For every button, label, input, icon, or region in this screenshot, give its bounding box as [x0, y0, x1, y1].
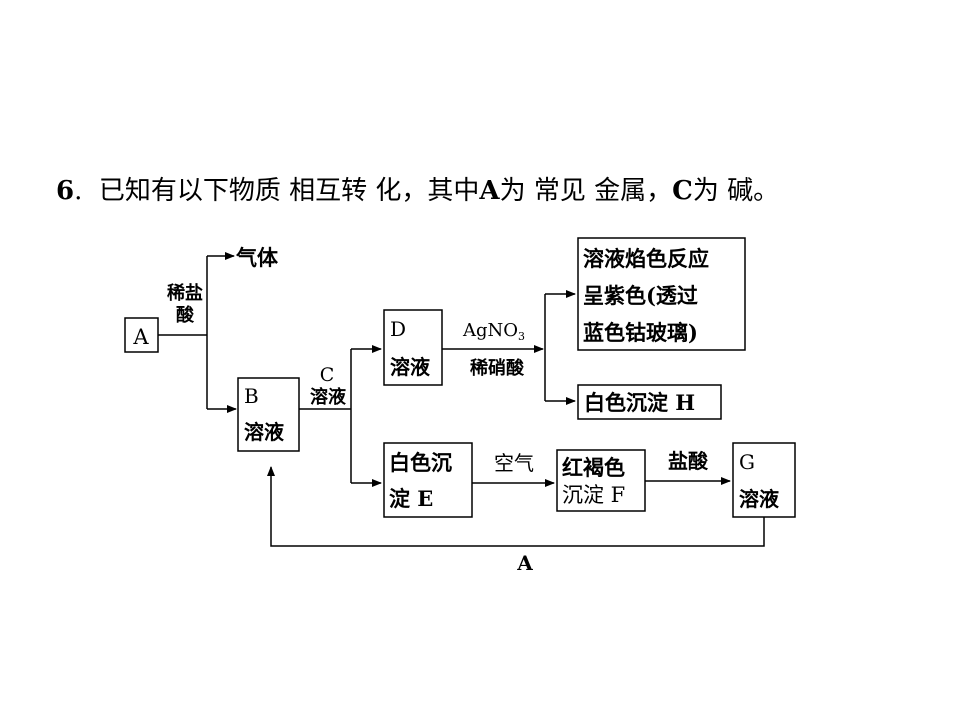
return-A-label: A: [516, 551, 533, 575]
node-F-line2: 沉淀 F: [562, 483, 625, 507]
question-number-sep: .: [74, 176, 83, 206]
node-B: B 溶液: [237, 377, 300, 452]
question-text-part3: 为 碱。: [692, 176, 780, 206]
dilute-hcl-label-2: 酸: [176, 304, 195, 326]
node-D-label: D: [390, 317, 406, 341]
node-H: 白色沉淀 H: [577, 384, 722, 420]
node-E-line2: 淀 E: [389, 486, 433, 511]
question-A: A: [479, 176, 500, 206]
question-number: 6: [56, 176, 75, 206]
C-solution-label: 溶液: [310, 386, 347, 408]
question-text-part2: 为 常见 金属，: [499, 176, 673, 206]
node-G-solution: 溶液: [739, 487, 780, 511]
question-C: C: [672, 176, 693, 206]
hcl-label: 盐酸: [668, 449, 709, 473]
agno3-subscript: 3: [518, 330, 525, 343]
node-F: 红褐色 沉淀 F: [556, 449, 646, 512]
node-B-label: B: [244, 384, 259, 408]
agno3-label: AgNO3: [462, 320, 525, 343]
flame-line-1: 溶液焰色反应: [583, 246, 709, 271]
node-E-line1: 白色沉: [389, 450, 452, 475]
flame-line-3: 蓝色钴玻璃): [583, 320, 698, 345]
node-B-solution: 溶液: [244, 420, 285, 444]
node-H-label: 白色沉淀 H: [584, 390, 695, 415]
air-label: 空气: [494, 451, 534, 475]
flame-line-2: 呈紫色(透过: [583, 283, 698, 308]
return-arrow-G-to-B: [267, 466, 765, 547]
dilute-hno3-label: 稀硝酸: [470, 357, 525, 379]
node-A: A: [124, 317, 159, 353]
node-E: 白色沉 淀 E: [383, 442, 473, 518]
agno3-formula: AgNO: [462, 320, 518, 341]
question-text: 6. 已知有以下物质 相互转 化，其中A为 常见 金属，C为 碱。: [56, 170, 779, 207]
flame-test-box: 溶液焰色反应 呈紫色(透过 蓝色钴玻璃): [577, 237, 746, 351]
gas-label: 气体: [235, 245, 279, 270]
dilute-hcl-label-1: 稀盐: [167, 282, 203, 304]
node-D-solution: 溶液: [390, 355, 431, 379]
node-G: G 溶液: [732, 442, 796, 518]
node-F-line1: 红褐色: [562, 455, 625, 480]
node-A-label: A: [132, 325, 149, 349]
question-text-part1: 已知有以下物质 相互转 化，其中: [98, 176, 480, 206]
node-G-label: G: [739, 450, 755, 474]
node-D: D 溶液: [383, 309, 443, 386]
C-label: C: [320, 364, 335, 386]
